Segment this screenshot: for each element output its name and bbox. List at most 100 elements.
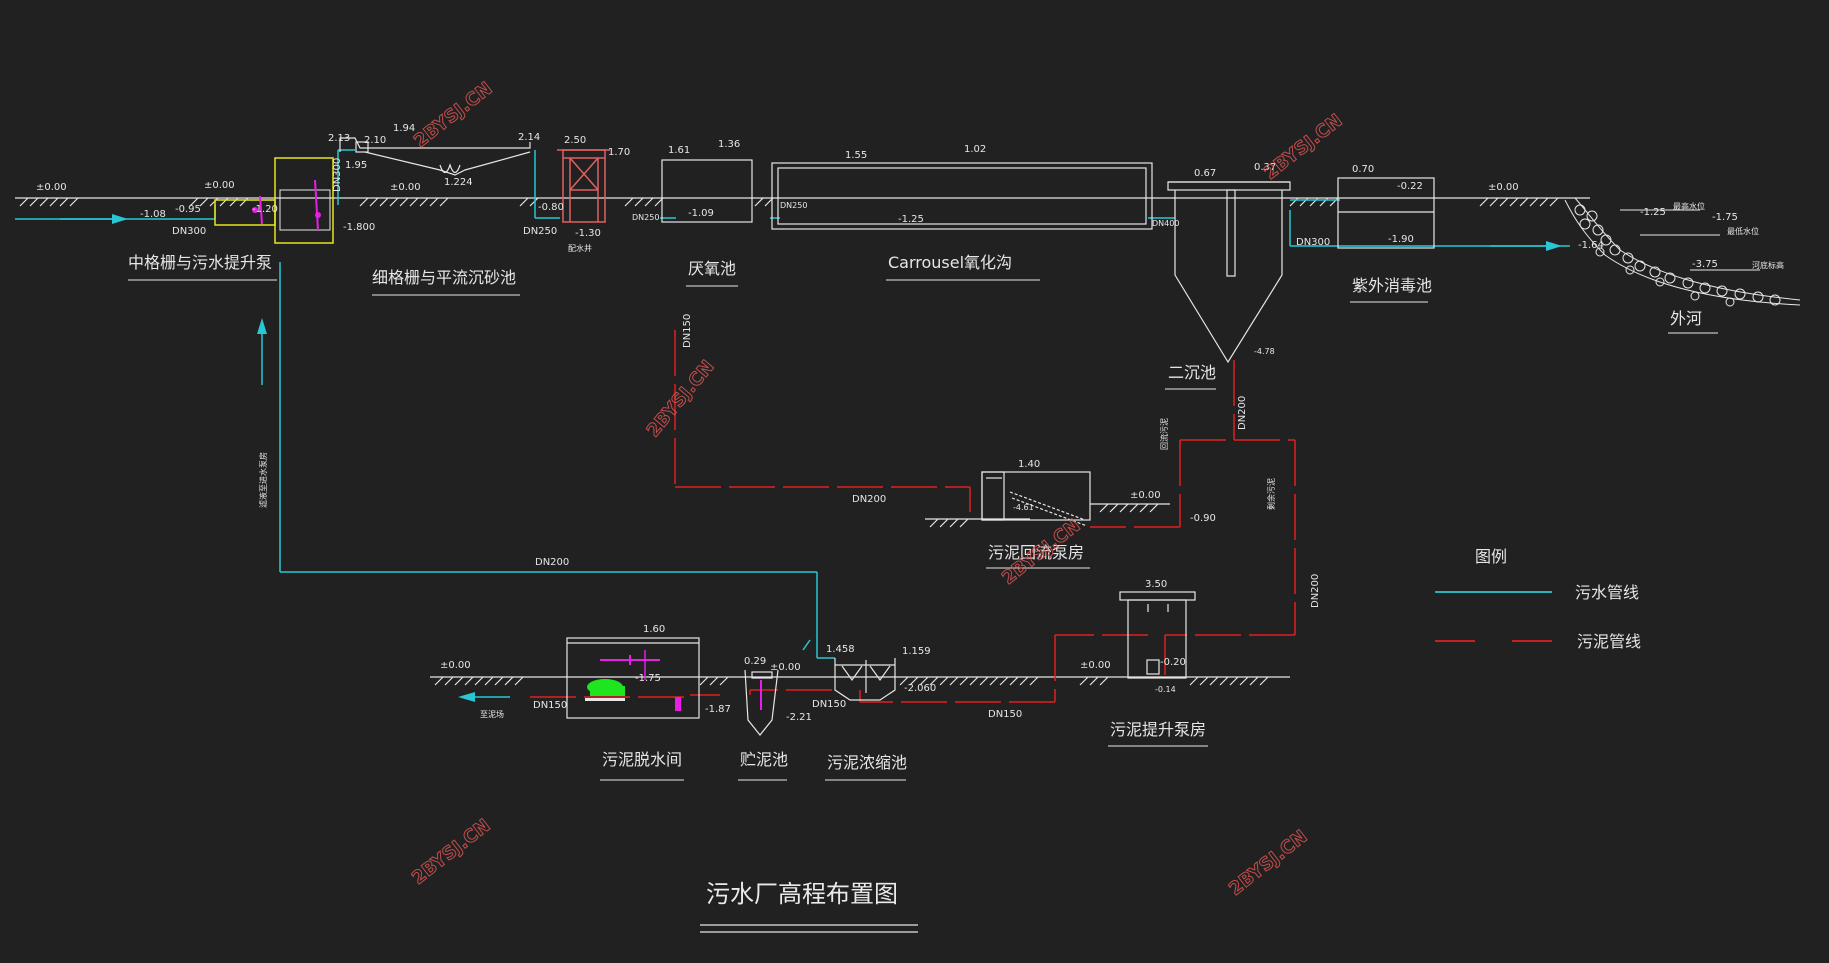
label-fine-screen: 细格栅与平流沉砂池 xyxy=(372,268,516,287)
elevation: ±0.00 xyxy=(36,182,67,193)
uv-disinfection-tank xyxy=(1337,177,1435,249)
up-arrow xyxy=(257,318,267,334)
distribution-well xyxy=(562,149,606,223)
elevation-marks: ±0.00 -1.08 -0.95 ±0.00 -1.20 2.13 2.10 … xyxy=(36,123,1738,723)
elevation: ±0.00 xyxy=(204,180,235,191)
elevation: -3.75 xyxy=(1692,259,1718,270)
elevation: -0.22 xyxy=(1397,181,1423,192)
notes: 配水井 最高水位 最低水位 河底标高 至泥场 回流污泥 剩余污泥 滤液至进水泵房 xyxy=(258,201,1784,719)
oxidation-ditch xyxy=(771,162,1153,230)
sludge-lift-pump-house xyxy=(1119,591,1196,679)
elevation: -4.78 xyxy=(1254,347,1275,356)
elevation: 1.94 xyxy=(393,123,415,134)
elevation: -1.75 xyxy=(1712,212,1738,223)
note-filtrate: 滤液至进水泵房 xyxy=(258,452,268,508)
sewage-pipelines xyxy=(15,149,1570,659)
label-carrousel: Carrousel氧化沟 xyxy=(888,253,1012,272)
elevation: -1.20 xyxy=(252,204,278,215)
pipe-label: DN200 xyxy=(535,557,569,568)
elevation: 1.159 xyxy=(902,646,931,657)
drawing-title: 污水厂高程布置图 xyxy=(706,880,898,908)
watermark: 2BYSJ.CN xyxy=(408,815,494,889)
elevation: -0.90 xyxy=(1190,513,1216,524)
return-pump-house xyxy=(981,471,1091,527)
label-storage: 贮泥池 xyxy=(740,750,788,769)
elevation: 1.02 xyxy=(964,144,986,155)
elevation: 1.70 xyxy=(608,147,630,158)
elevation: 1.224 xyxy=(444,177,473,188)
elevation: 2.10 xyxy=(364,135,386,146)
elevation: -4.61 xyxy=(1013,503,1034,512)
sludge-thickener xyxy=(834,658,896,701)
elevation: -0.20 xyxy=(1160,657,1186,668)
fine-screen-grit-structure xyxy=(339,137,531,176)
pipe-label: DN200 xyxy=(1310,574,1321,608)
pipe-size-labels: DN300 DN300 DN250 DN250 DN250 DN400 DN30… xyxy=(172,158,1330,720)
sludge-pipelines xyxy=(530,330,1296,703)
legend-label-sludge: 污泥管线 xyxy=(1577,632,1641,651)
pipe-label: DN150 xyxy=(988,709,1022,720)
elevation: 1.60 xyxy=(643,624,665,635)
elevation: ±0.00 xyxy=(390,182,421,193)
unit-labels: 中格栅与污水提升泵 细格栅与平流沉砂池 厌氧池 Carrousel氧化沟 紫外消… xyxy=(128,253,1718,781)
note-return-sludge: 回流污泥 xyxy=(1159,418,1169,450)
label-lift-pump: 污泥提升泵房 xyxy=(1110,720,1206,739)
sludge-storage-tank xyxy=(744,669,779,736)
note-excess-sludge: 剩余污泥 xyxy=(1266,478,1276,510)
label-clarifier: 二沉池 xyxy=(1168,363,1216,382)
outflow-arrow xyxy=(1546,241,1562,251)
elevation: -0.80 xyxy=(538,202,564,213)
inflow-arrow xyxy=(112,214,128,224)
elevation: 0.29 xyxy=(744,656,766,667)
elevation: -1.25 xyxy=(898,214,924,225)
elevation: 1.36 xyxy=(718,139,740,150)
elevation: 2.13 xyxy=(328,133,350,144)
label-anaerobic: 厌氧池 xyxy=(688,259,736,278)
pipe-label: DN200 xyxy=(1237,396,1248,430)
label-river: 外河 xyxy=(1670,309,1702,328)
watermark: 2BYSJ.CN xyxy=(1225,826,1311,900)
pipe-label: DN300 xyxy=(1296,237,1330,248)
elevation: 0.67 xyxy=(1194,168,1216,179)
elevation: 2.14 xyxy=(518,132,540,143)
coarse-screen-pump-structure xyxy=(214,157,334,244)
elevation: ±0.00 xyxy=(440,660,471,671)
pipe-label: DN200 xyxy=(852,494,886,505)
legend-label-sewage: 污水管线 xyxy=(1575,583,1639,602)
elevation: 1.40 xyxy=(1018,459,1040,470)
pipe-label: DN400 xyxy=(1152,219,1179,228)
label-uv: 紫外消毒池 xyxy=(1352,276,1432,295)
elevation: -1.800 xyxy=(343,222,375,233)
legend-title: 图例 xyxy=(1475,547,1507,566)
elevation: -1.09 xyxy=(688,208,714,219)
note-high-water: 最高水位 xyxy=(1673,201,1705,211)
note-to-field: 至泥场 xyxy=(480,710,504,719)
elevation: -2.21 xyxy=(786,712,812,723)
legend: 图例 污水管线 污泥管线 xyxy=(1435,547,1641,651)
elevation: 1.55 xyxy=(845,150,867,161)
elevation: -2.060 xyxy=(904,683,936,694)
elevation: -1.08 xyxy=(140,209,166,220)
elevation: ±0.00 xyxy=(1130,490,1161,501)
elevation: -1.25 xyxy=(1640,207,1666,218)
label-screen-pump: 中格栅与污水提升泵 xyxy=(128,253,272,272)
note-well: 配水井 xyxy=(568,243,592,253)
secondary-clarifier xyxy=(1167,181,1291,364)
ground-lines xyxy=(15,197,1590,686)
label-thickener: 污泥浓缩池 xyxy=(827,753,907,772)
anaerobic-tank xyxy=(661,159,753,223)
pipe-label: DN300 xyxy=(332,158,343,192)
elevation: 1.61 xyxy=(668,145,690,156)
elevation: -0.95 xyxy=(175,204,201,215)
pipe-label: DN150 xyxy=(682,314,693,348)
elevation: ±0.00 xyxy=(770,662,801,673)
elevation: 0.70 xyxy=(1352,164,1374,175)
elevation: -0.14 xyxy=(1155,685,1176,694)
elevation: ±0.00 xyxy=(1080,660,1111,671)
elevation: ±0.00 xyxy=(1488,182,1519,193)
label-return-pump: 污泥回流泵房 xyxy=(988,543,1084,562)
note-river-bed: 河底标高 xyxy=(1752,260,1784,270)
dewatering-house xyxy=(566,637,700,719)
watermark: 2BYSJ.CN xyxy=(1260,110,1346,184)
